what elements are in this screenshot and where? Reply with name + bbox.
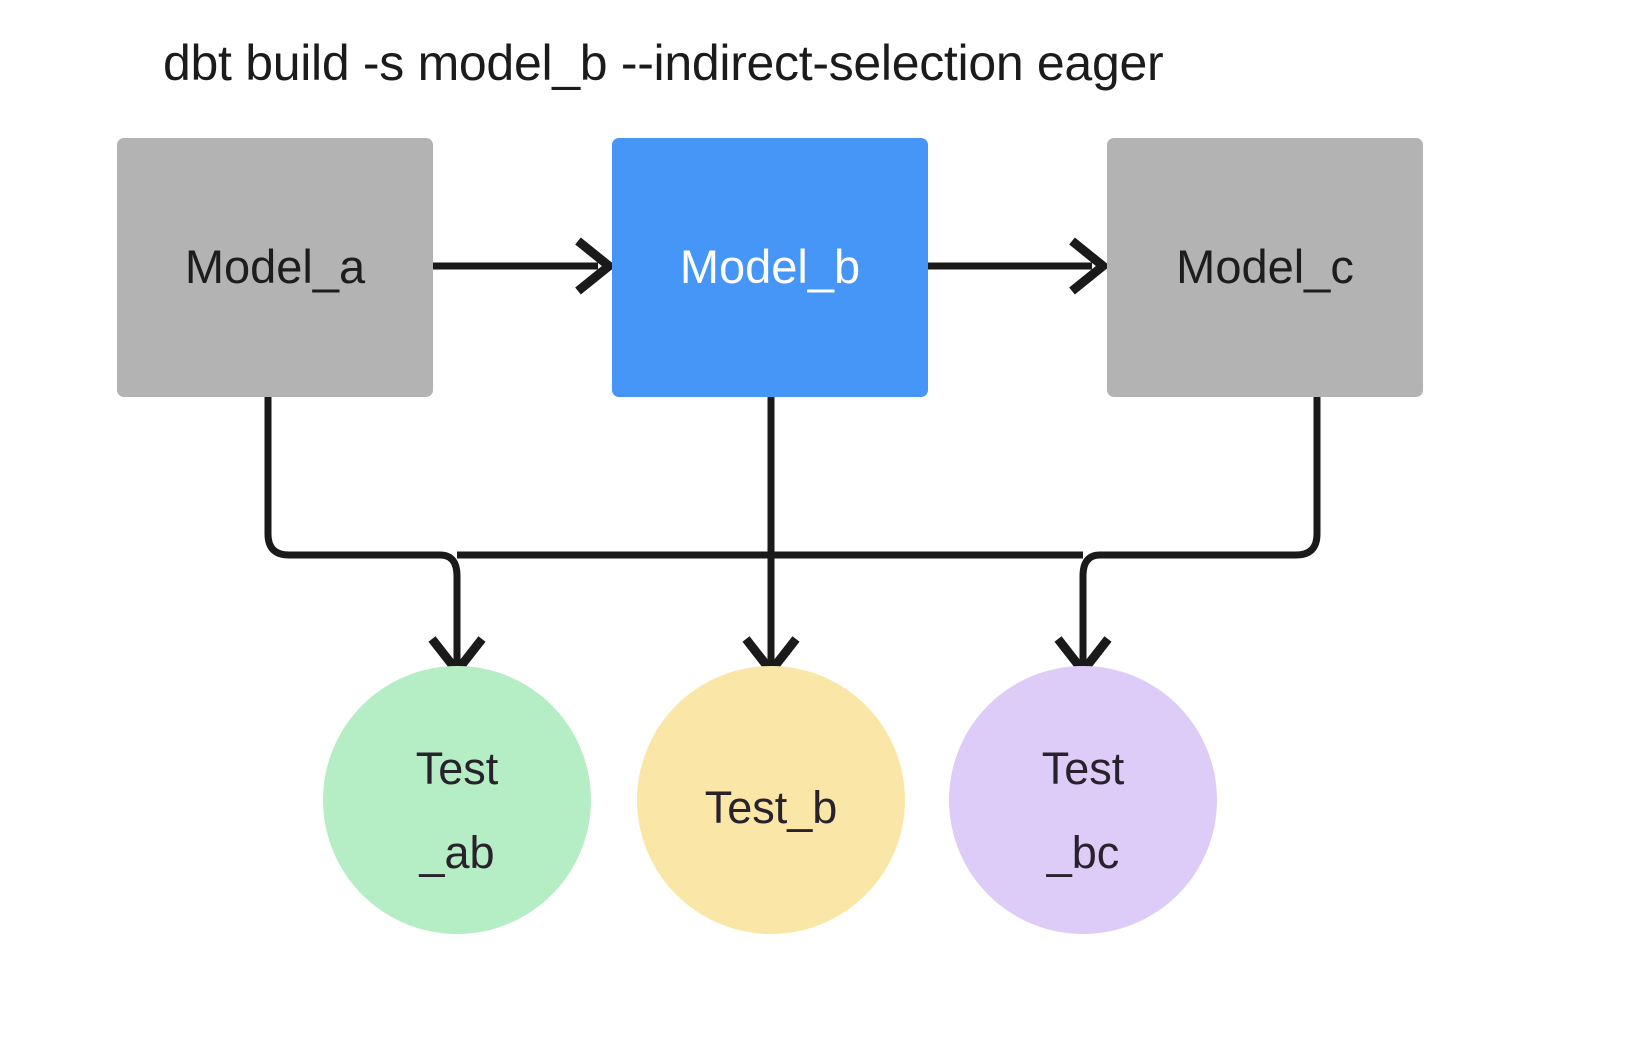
test-bc-circle[interactable]: [949, 666, 1217, 934]
test-ab-circle[interactable]: [323, 666, 591, 934]
test-ab-label-line1: Test: [416, 743, 499, 794]
model-b-label: Model_b: [680, 240, 860, 293]
model-a-label: Model_a: [185, 240, 366, 293]
arrowhead-b-c: [1069, 237, 1111, 295]
node-test-ab[interactable]: Test _ab: [323, 666, 591, 934]
model-a-rect[interactable]: [117, 138, 433, 397]
edge-model-a-to-model-b: [433, 237, 617, 295]
model-b-rect[interactable]: [612, 138, 928, 397]
node-test-b[interactable]: Test_b: [637, 666, 905, 934]
test-bc-label-line2: _bc: [1046, 827, 1120, 878]
node-model-c[interactable]: Model_c: [1107, 138, 1423, 397]
test-ab-label-line2: _ab: [418, 827, 494, 878]
model-c-label: Model_c: [1176, 240, 1354, 293]
node-test-bc[interactable]: Test _bc: [949, 666, 1217, 934]
model-c-rect[interactable]: [1107, 138, 1423, 397]
edge-path-model-c-to-bus: [1100, 397, 1321, 559]
diagram-title: dbt build -s model_b --indirect-selectio…: [163, 35, 1163, 91]
node-model-a[interactable]: Model_a: [117, 138, 433, 397]
arrowhead-a-b: [575, 237, 617, 295]
test-b-circle[interactable]: [637, 666, 905, 934]
edge-model-b-to-model-c: [928, 237, 1111, 295]
edge-path-branch-test-ab: [439, 551, 461, 665]
test-bc-label-line1: Test: [1042, 743, 1125, 794]
edge-path-branch-test-bc: [1079, 551, 1101, 665]
test-b-label-line1: Test_b: [705, 782, 838, 833]
node-model-b[interactable]: Model_b: [612, 138, 928, 397]
edge-path-model-a-to-bus: [264, 397, 440, 559]
